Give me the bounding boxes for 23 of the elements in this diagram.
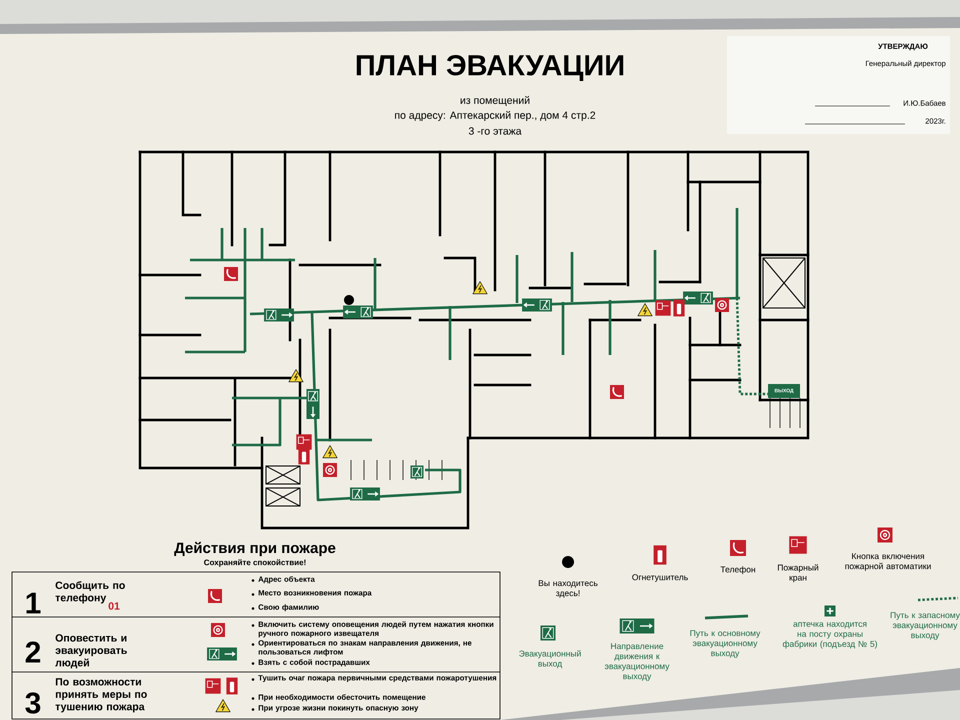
legend-text: Направление движения к эвакуационному выходу: [604, 643, 670, 681]
legend-text: Кнопка включения пожарной автоматики: [845, 553, 931, 571]
legend-text: Путь к запасному эвакуационному выходу: [890, 612, 960, 640]
legend-text: Эвакуационный выход: [519, 650, 581, 668]
section-subheading: Сохраняйте спокойствие!: [204, 559, 306, 567]
legend-text: Огнетушитель: [632, 574, 688, 582]
step-text: Сообщить по телефону: [56, 581, 125, 604]
legend-text: Путь к основному эвакуационному выходу: [690, 630, 760, 658]
step-number: 2: [26, 642, 40, 662]
step-text: Оповестить и эвакуировать людей: [55, 634, 127, 668]
step-number: 3: [25, 692, 40, 714]
legend-text: аптечка находится на посту охраны фабрики (подъезд № 5): [782, 622, 877, 649]
subtitle: из помещений: [460, 96, 530, 106]
subtitle: по адресу: Аптекарский пер., дом 4 стр.2: [395, 111, 596, 121]
title: ПЛАН ЭВАКУАЦИИ: [356, 55, 624, 81]
subtitle: 3 -го этажа: [468, 127, 522, 135]
step-number: 1: [26, 592, 41, 614]
phone-number: 01: [108, 602, 120, 610]
section-heading: Действия при пожаре: [174, 542, 336, 556]
legend-text: Вы находитесь здесь!: [538, 580, 598, 598]
step-text: По возможности принять меры по тушению пожара: [56, 678, 147, 712]
legend-text: Телефон: [720, 566, 756, 574]
legend-text: Пожарный кран: [778, 564, 818, 582]
